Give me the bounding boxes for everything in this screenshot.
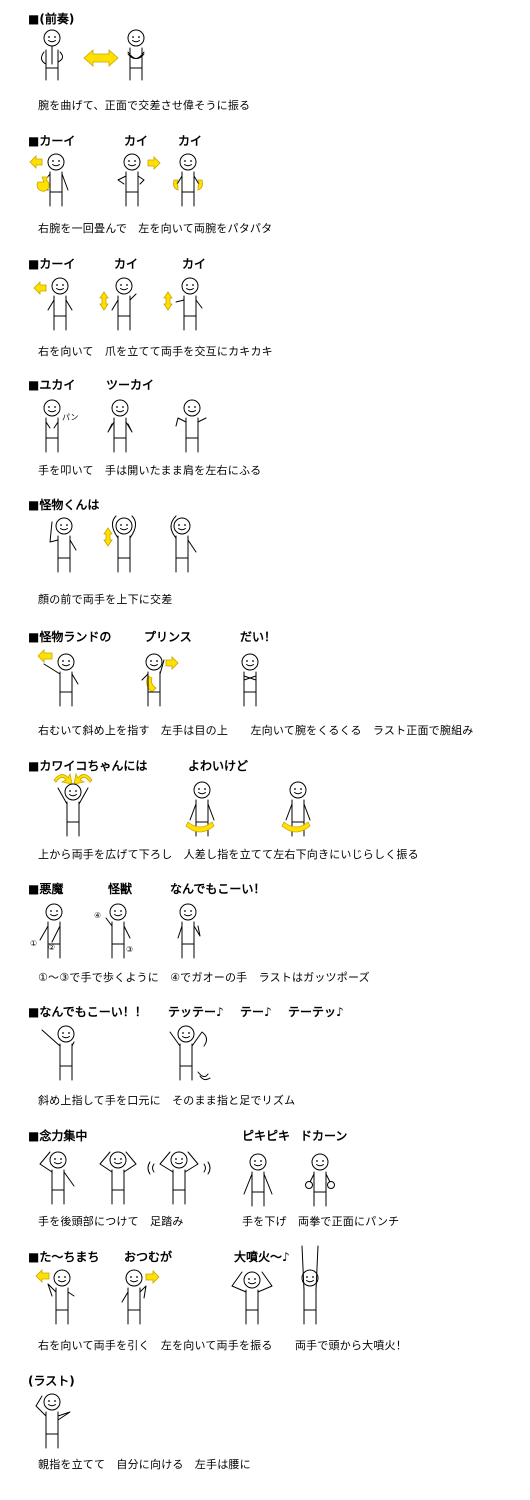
beat-label: テーテッ♪ xyxy=(288,1005,344,1019)
section-heading: (ラスト) xyxy=(28,1374,75,1388)
stick-figure xyxy=(170,515,197,573)
section-caption: 右腕を一回畳んで 左を向いて両腕をパタパタ xyxy=(38,222,273,235)
stick-figure xyxy=(99,1151,137,1205)
section-heading: ■念力集中 xyxy=(28,1129,88,1143)
section-heading: ■た〜ちまち xyxy=(28,1250,100,1264)
stick-figure xyxy=(175,399,207,453)
section-heading: ■カーイ xyxy=(28,257,76,271)
beat-label: なんでもこーい！ xyxy=(170,882,266,896)
stick-figure xyxy=(103,515,136,573)
stick-figure xyxy=(41,1025,75,1081)
beat-label: カイ xyxy=(178,134,203,148)
clap-annotation: パン xyxy=(62,413,78,422)
stick-figure xyxy=(33,277,73,331)
beat-label: テー♪ xyxy=(240,1005,272,1019)
beat-label: よわいけど xyxy=(188,759,249,773)
stick-figure xyxy=(35,1393,71,1449)
step-marker: ① xyxy=(30,939,37,948)
section-caption: 腕を曲げて、正面で交差させ偉そうに振る xyxy=(38,99,251,112)
section-caption: 顔の前で両手を上下に交差 xyxy=(38,593,173,606)
beat-label: ドカーン xyxy=(300,1129,348,1143)
section-heading: ■(前奏) xyxy=(28,12,75,26)
stick-figure xyxy=(37,649,79,707)
section-caption: 斜め上指して手を口元に そのまま指と足でリズム xyxy=(38,1094,296,1107)
section-caption: 手を叩いて 手は開いたまま肩を左右にふる xyxy=(38,464,262,477)
section-caption-left: 手を後頭部につけて 足踏み xyxy=(38,1215,184,1228)
stick-figure xyxy=(141,653,179,707)
section-heading: ■ユカイ xyxy=(28,378,76,392)
beat-label: カイ xyxy=(114,257,139,271)
stick-figure: ④ ③ xyxy=(94,903,133,959)
stick-figure xyxy=(147,1151,211,1205)
section-heading: ■怪物ランドの xyxy=(28,630,112,644)
section-caption: 右を向いて両手を引く 左を向いて両手を振る 両手で頭から大噴火！ xyxy=(38,1339,407,1352)
section-caption-right: 手を下げ 両拳で正面にパンチ xyxy=(242,1215,400,1228)
stick-figure xyxy=(305,1153,335,1207)
stick-figure xyxy=(163,277,203,331)
stick-figure xyxy=(173,153,203,207)
stick-figure xyxy=(177,903,201,959)
stick-figure xyxy=(99,277,137,331)
section-heading: ■悪魔 xyxy=(28,882,64,896)
section-heading: ■カーイ xyxy=(28,134,76,148)
beat-label: テッテー♪ xyxy=(168,1005,224,1019)
section-heading: ■なんでもこーい！！ xyxy=(28,1005,147,1019)
beat-label: 大噴火〜♪ xyxy=(234,1250,290,1264)
stick-figure xyxy=(29,153,69,207)
beat-label: 怪獣 xyxy=(108,882,133,896)
beat-label: だい！ xyxy=(240,630,277,644)
stick-figure xyxy=(243,1153,273,1207)
step-marker: ② xyxy=(48,943,55,952)
stick-figure xyxy=(117,153,161,207)
section-caption: 右を向いて 爪を立てて両手を交互にカキカキ xyxy=(38,345,273,358)
stick-figure xyxy=(301,1245,319,1325)
section-caption: 親指を立てて 自分に向ける 左手は腰に xyxy=(38,1458,251,1471)
step-marker: ③ xyxy=(126,945,133,954)
stick-figure: パン xyxy=(43,399,78,453)
stick-figure xyxy=(281,781,311,837)
section-caption: 上から両手を広げて下ろし 人差し指を立てて左右下向きにいじらしく振る xyxy=(38,848,419,861)
section-heading: ■カワイコちゃんには xyxy=(28,759,148,773)
beat-label: カイ xyxy=(182,257,207,271)
beat-label: おつむが xyxy=(124,1250,173,1264)
section-caption: ①〜③で手で歩くように ④でガオーの手 ラストはガッツポーズ xyxy=(38,971,370,984)
stick-figure xyxy=(185,781,215,837)
section-caption: 右むいて斜め上を指す 左手は目の上 左向いて腕をくるくる ラスト正面で腕組み xyxy=(38,724,474,737)
stick-figure xyxy=(107,399,133,453)
stick-figure xyxy=(39,1151,75,1205)
stick-figure xyxy=(231,1271,273,1325)
stick-figure xyxy=(169,1025,211,1081)
stick-figure xyxy=(53,772,93,837)
beat-label: ツーカイ xyxy=(106,378,155,392)
step-marker: ④ xyxy=(94,911,101,920)
section-heading: ■怪物くんは xyxy=(28,498,100,512)
beat-label: ピキピキ xyxy=(242,1129,291,1143)
stick-figure xyxy=(40,29,64,81)
stick-figure xyxy=(121,1269,160,1325)
stick-figure: ① ② xyxy=(30,903,63,959)
stick-figure xyxy=(49,517,77,573)
stick-figure xyxy=(241,653,259,707)
double-arrow-icon xyxy=(83,49,119,67)
stick-figure xyxy=(127,29,145,81)
stick-figure xyxy=(35,1269,75,1325)
beat-label: カイ xyxy=(124,134,149,148)
beat-label: プリンス xyxy=(144,630,192,644)
